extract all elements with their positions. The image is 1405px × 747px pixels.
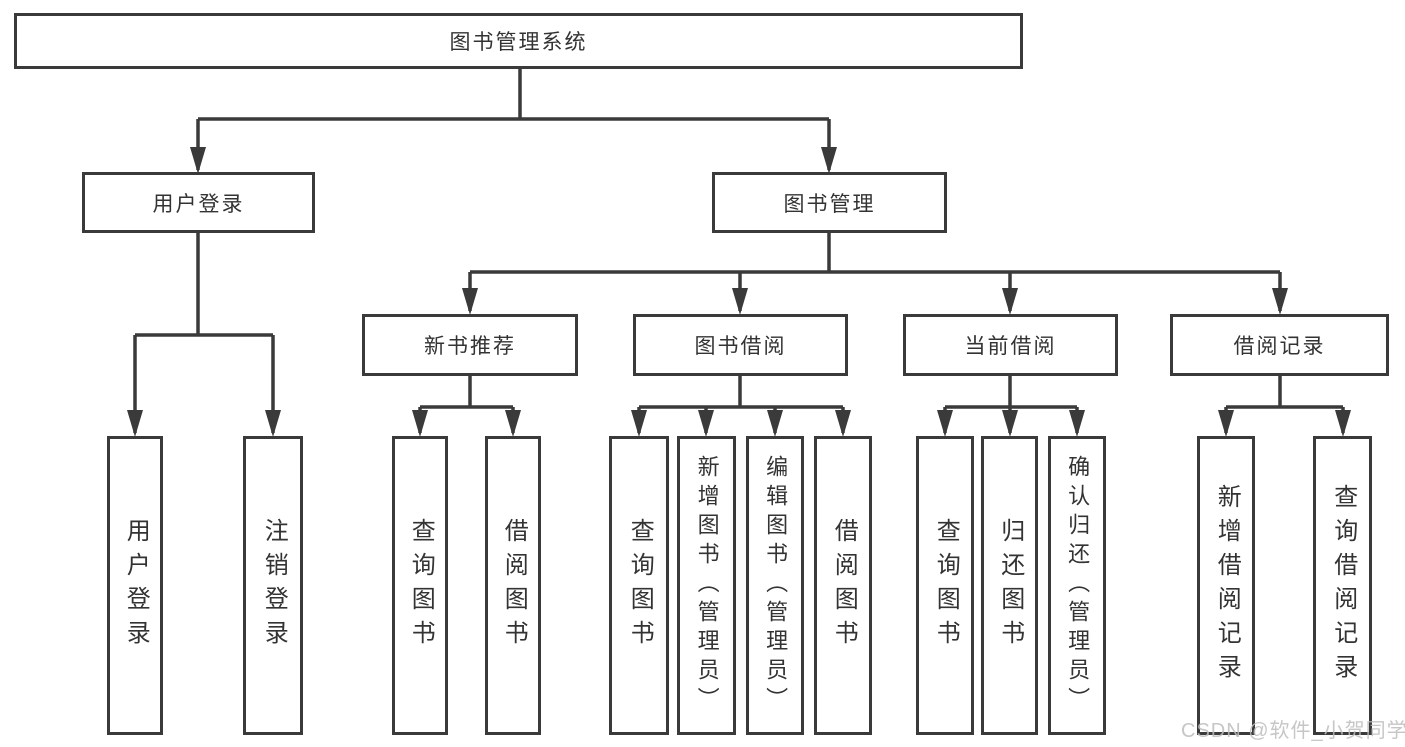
leaf-label: 编辑图书（管理员） bbox=[763, 455, 789, 716]
node-book-borrowing: 图书借阅 bbox=[633, 314, 848, 376]
leaf-label: 确认归还（管理员） bbox=[1065, 455, 1091, 716]
leaf-borrow-books-recommend: 借阅图书 bbox=[485, 436, 541, 735]
leaf-edit-books-admin: 编辑图书（管理员） bbox=[746, 436, 804, 735]
node-book-management: 图书管理 bbox=[712, 172, 947, 233]
node-label: 用户登录 bbox=[152, 192, 245, 216]
node-label: 当前借阅 bbox=[964, 335, 1057, 358]
leaf-label: 借阅图书 bbox=[830, 517, 858, 654]
node-user-login: 用户登录 bbox=[82, 172, 315, 233]
leaf-label: 新增图书（管理员） bbox=[694, 455, 720, 716]
leaf-label: 归还图书 bbox=[996, 517, 1024, 654]
leaf-confirm-return-admin: 确认归还（管理员） bbox=[1048, 436, 1106, 735]
leaf-label: 查询图书 bbox=[407, 517, 435, 654]
node-label: 图书借阅 bbox=[694, 335, 787, 358]
connector-book-management-children bbox=[462, 233, 1288, 315]
leaf-logout: 注销登录 bbox=[243, 436, 303, 735]
node-label: 图书管理 bbox=[783, 192, 876, 216]
node-label: 新书推荐 bbox=[424, 335, 516, 358]
connector-book-borrowing-children bbox=[631, 376, 851, 437]
leaf-label: 查询图书 bbox=[626, 517, 654, 654]
leaf-label: 用户登录 bbox=[122, 517, 150, 654]
leaf-add-books-admin: 新增图书（管理员） bbox=[677, 436, 736, 735]
connector-current-borrowing-children bbox=[937, 376, 1085, 437]
node-new-book-recommendation: 新书推荐 bbox=[362, 314, 578, 376]
leaf-return-books: 归还图书 bbox=[981, 436, 1038, 735]
leaf-borrow-books: 借阅图书 bbox=[814, 436, 872, 735]
leaf-label: 借阅图书 bbox=[500, 517, 528, 654]
leaf-query-books-current: 查询图书 bbox=[916, 436, 974, 735]
leaf-user-login: 用户登录 bbox=[107, 436, 163, 735]
leaf-label: 新增借阅记录 bbox=[1213, 483, 1241, 688]
connector-borrowing-records-children bbox=[1218, 376, 1351, 437]
node-current-borrowing: 当前借阅 bbox=[903, 314, 1118, 376]
node-library-system: 图书管理系统 bbox=[14, 13, 1023, 69]
leaf-query-borrow-record: 查询借阅记录 bbox=[1313, 436, 1372, 735]
leaf-query-books-recommend: 查询图书 bbox=[392, 436, 448, 735]
leaf-label: 查询图书 bbox=[932, 517, 960, 654]
leaf-label: 查询借阅记录 bbox=[1329, 483, 1357, 688]
leaf-query-books-borrowing: 查询图书 bbox=[609, 436, 669, 735]
leaf-add-borrow-record: 新增借阅记录 bbox=[1197, 436, 1255, 735]
connector-root-to-level2 bbox=[190, 69, 837, 174]
watermark: CSDN @软件_小贺同学 bbox=[1181, 720, 1405, 742]
connector-new-book-children bbox=[412, 376, 521, 437]
node-borrowing-records: 借阅记录 bbox=[1170, 314, 1389, 376]
node-label: 借阅记录 bbox=[1233, 335, 1326, 358]
leaf-label: 注销登录 bbox=[260, 517, 288, 654]
connector-user-login-children bbox=[127, 233, 281, 437]
node-label: 图书管理系统 bbox=[449, 31, 588, 54]
